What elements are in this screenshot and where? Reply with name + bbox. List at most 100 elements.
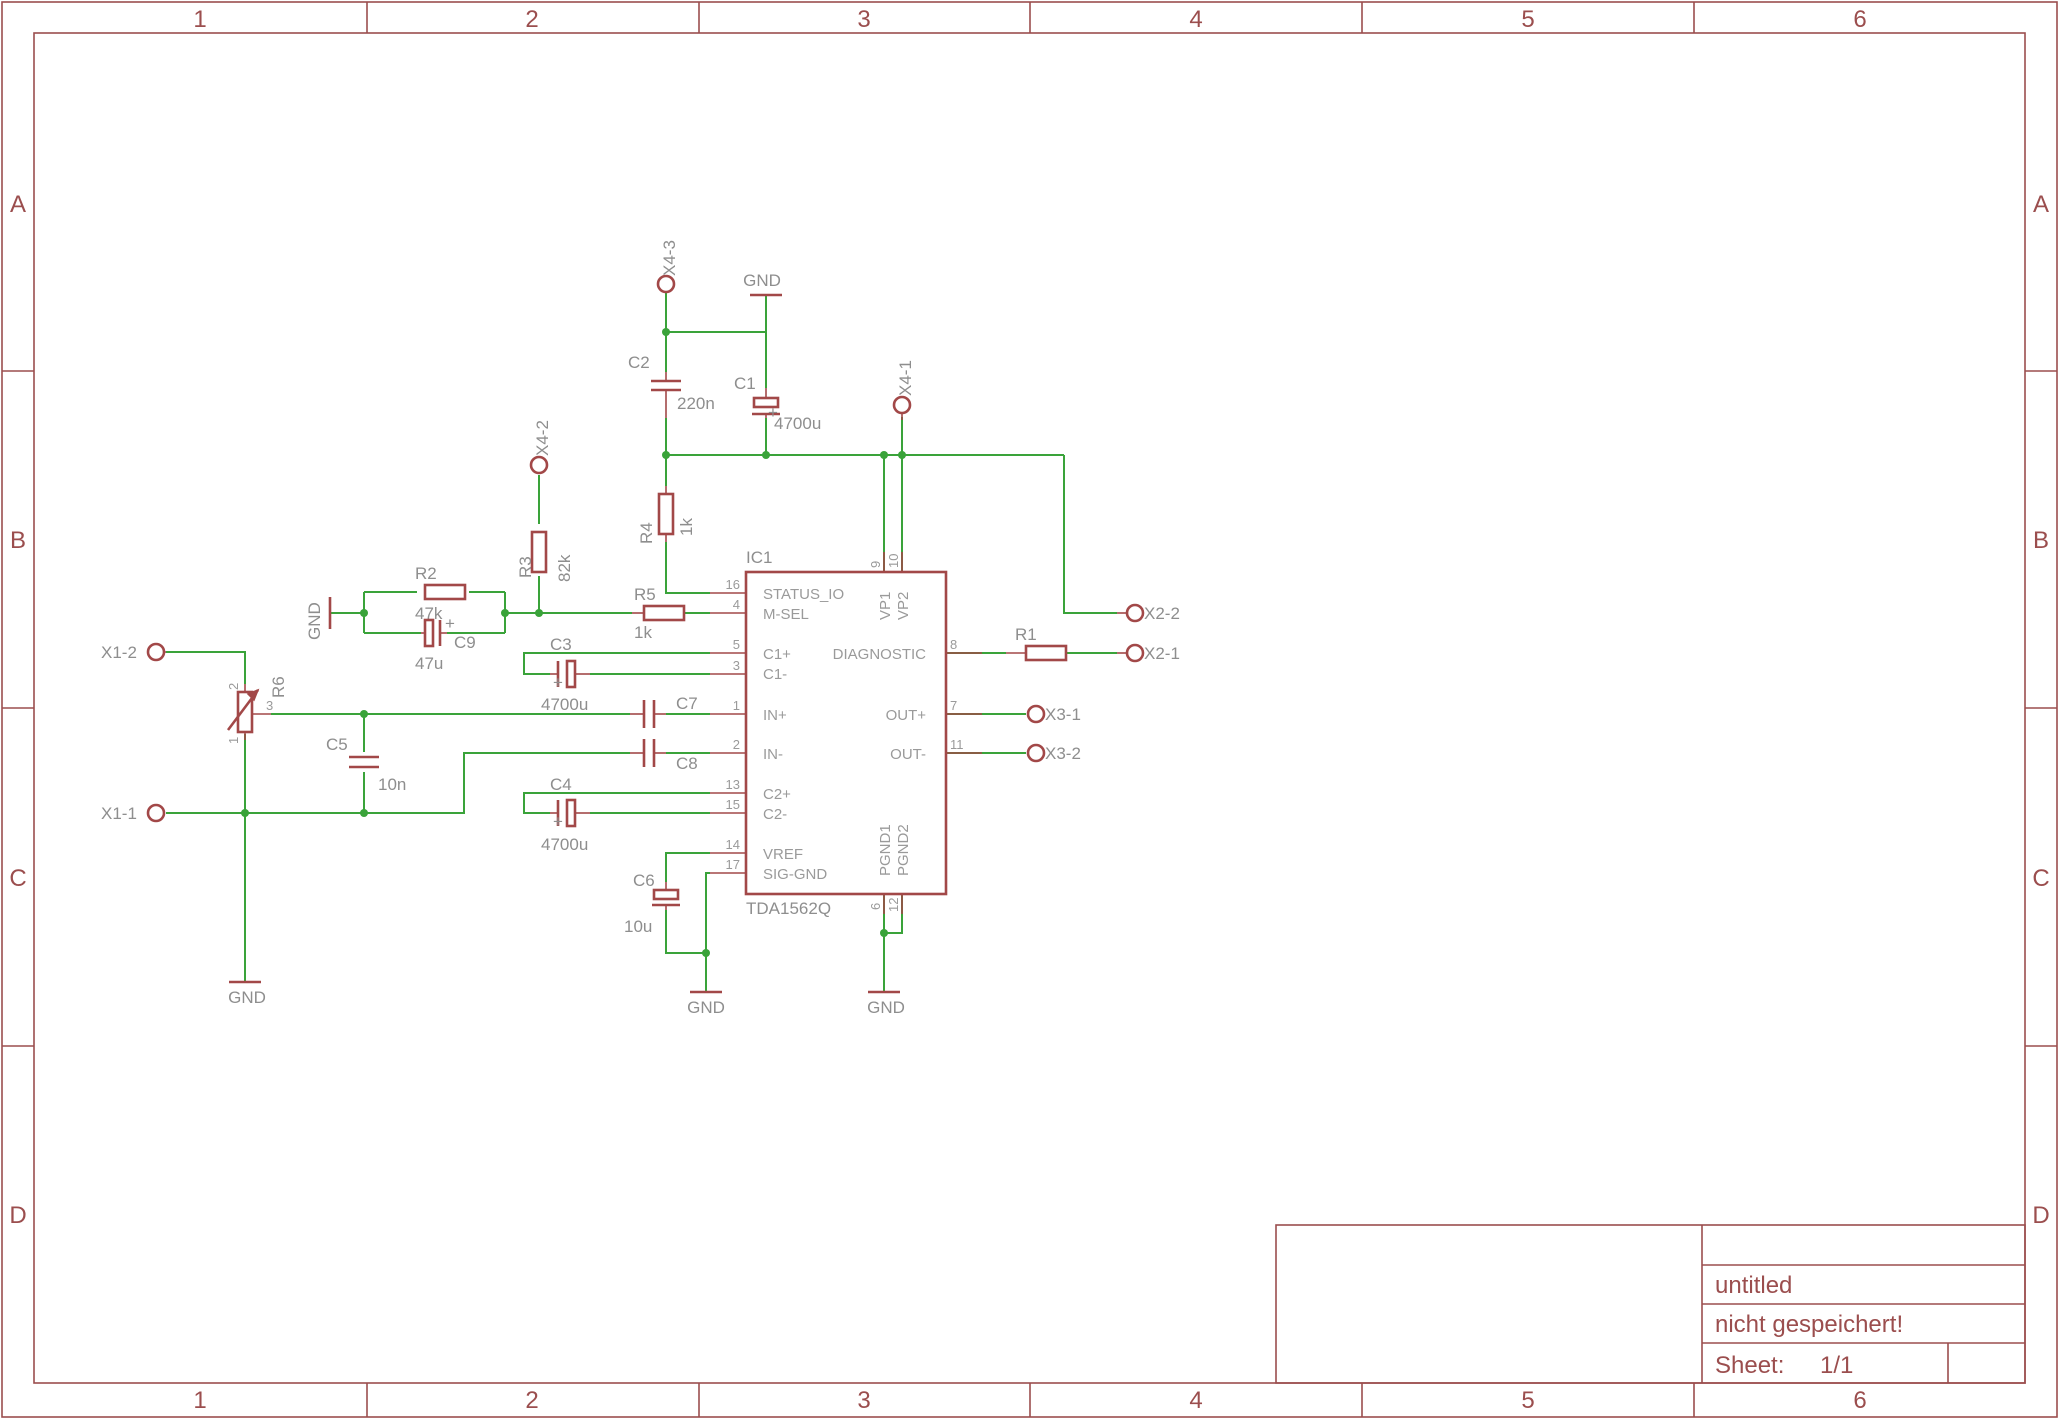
c4-polarity: + xyxy=(553,812,563,831)
pin-number: 4 xyxy=(733,597,740,612)
pin-number: 13 xyxy=(726,777,740,792)
c3-polarity: + xyxy=(553,673,563,692)
save-status: nicht gespeichert! xyxy=(1715,1311,1903,1338)
terminal-x4-1[interactable]: X4-1 xyxy=(892,360,915,420)
row-label: C xyxy=(2032,865,2049,892)
capacitor-c1[interactable]: + C1 4700u xyxy=(734,374,821,433)
terminal-x2-2[interactable]: X2-2 xyxy=(1117,603,1180,623)
ground-symbol-sig: GND xyxy=(687,990,725,1017)
terminal-x3-1[interactable]: X3-1 xyxy=(1026,704,1081,724)
terminal-x2-1[interactable]: X2-1 xyxy=(1117,643,1180,663)
c4-value: 4700u xyxy=(541,835,588,854)
ic1-body xyxy=(744,570,948,896)
c9-value: 47u xyxy=(415,654,443,673)
pin-number: 1 xyxy=(733,698,740,713)
row-labels-right: A B C D xyxy=(2032,191,2049,1229)
pin-label: VP1 xyxy=(877,592,894,620)
title-block: untitled nicht gespeichert! Sheet: 1/1 xyxy=(1275,1224,2026,1384)
pin-number: 8 xyxy=(950,637,957,652)
column-label: 5 xyxy=(1521,6,1534,33)
row-label: A xyxy=(2033,191,2049,218)
pin-label: DIAGNOSTIC xyxy=(833,646,927,663)
terminal-label: X1-1 xyxy=(101,804,137,823)
terminal-x3-2[interactable]: X3-2 xyxy=(1026,743,1081,763)
pin-number: 11 xyxy=(950,737,964,752)
c9-polarity: + xyxy=(445,614,455,633)
pin-label: VREF xyxy=(763,846,803,863)
pin-number: 9 xyxy=(868,561,883,568)
potentiometer-r6[interactable]: R6 1 2 3 xyxy=(226,676,288,744)
c7-name: C7 xyxy=(676,694,698,713)
pin-number: 3 xyxy=(733,658,740,673)
terminal-label: X2-1 xyxy=(1144,644,1180,663)
terminal-label: X4-2 xyxy=(533,420,552,456)
r6-pin: 2 xyxy=(226,683,241,690)
column-label: 3 xyxy=(857,1387,870,1414)
capacitor-c9[interactable]: + C9 47u xyxy=(415,614,476,673)
c2-name: C2 xyxy=(628,353,650,372)
row-dividers xyxy=(2,370,2057,1047)
terminal-x1-1[interactable]: X1-1 xyxy=(101,803,166,823)
pin-number: 14 xyxy=(726,837,740,852)
pin-label: C1- xyxy=(763,666,787,683)
pin-label: C2+ xyxy=(763,786,791,803)
terminal-label: X3-2 xyxy=(1045,744,1081,763)
terminal-x1-2[interactable]: X1-2 xyxy=(101,642,166,662)
c1-polarity: + xyxy=(768,403,778,422)
pin-number: 16 xyxy=(726,577,740,592)
column-label: 1 xyxy=(193,6,206,33)
capacitor-c6[interactable]: C6 10u xyxy=(624,871,680,936)
sheet-label: Sheet: xyxy=(1715,1352,1784,1379)
column-label: 1 xyxy=(193,1387,206,1414)
gnd-label: GND xyxy=(743,271,781,290)
row-label: D xyxy=(2032,1202,2049,1229)
r4-value: 1k xyxy=(677,518,696,536)
terminal-label: X2-2 xyxy=(1144,604,1180,623)
capacitor-c2[interactable]: C2 220n xyxy=(628,353,715,418)
terminal-x4-2[interactable]: X4-2 xyxy=(529,420,552,475)
ground-symbol-r2: GND xyxy=(305,597,332,640)
terminal-label: X3-1 xyxy=(1045,705,1081,724)
c2-value: 220n xyxy=(677,394,715,413)
resistor-r4[interactable]: R4 1k xyxy=(637,486,696,544)
c3-value: 4700u xyxy=(541,695,588,714)
pin-number: 7 xyxy=(950,698,957,713)
ground-symbol-r6: GND xyxy=(228,980,266,1007)
column-label: 6 xyxy=(1853,6,1866,33)
capacitor-c4[interactable]: + C4 4700u xyxy=(541,775,590,854)
terminal-label: X1-2 xyxy=(101,643,137,662)
r3-value: 82k xyxy=(555,554,574,582)
resistor-r1[interactable]: R1 xyxy=(1006,625,1068,662)
capacitor-c5[interactable]: C5 10n xyxy=(326,735,406,794)
r2-value: 47k xyxy=(415,604,443,623)
pin-number: 12 xyxy=(886,898,901,912)
pin-label: IN+ xyxy=(763,707,787,724)
capacitor-c7[interactable]: C7 xyxy=(630,694,698,728)
c5-value: 10n xyxy=(378,775,406,794)
column-label: 3 xyxy=(857,6,870,33)
row-labels-left: A B C D xyxy=(9,191,26,1229)
r5-name: R5 xyxy=(634,585,656,604)
c9-name: C9 xyxy=(454,633,476,652)
pin-number: 2 xyxy=(733,737,740,752)
capacitor-c8[interactable]: C8 xyxy=(630,739,698,773)
resistor-r5[interactable]: R5 1k xyxy=(632,585,686,642)
gnd-label: GND xyxy=(867,998,905,1017)
pin-number: 17 xyxy=(726,857,740,872)
c4-name: C4 xyxy=(550,775,572,794)
ground-symbol-c1: GND xyxy=(743,271,782,297)
pin-label: OUT+ xyxy=(886,707,927,724)
ic1-amplifier[interactable]: IC1 TDA1562Q 16 STATUS_IO 4 M-SEL 5 C1+ … xyxy=(710,548,982,918)
c3-name: C3 xyxy=(550,635,572,654)
resistor-r2[interactable]: R2 47k xyxy=(415,564,467,623)
r6-pin: 1 xyxy=(226,737,241,744)
capacitor-c3[interactable]: + C3 4700u xyxy=(541,635,590,714)
pin-label: VP2 xyxy=(895,592,912,620)
pin-label: PGND1 xyxy=(877,824,894,876)
pin-label: C1+ xyxy=(763,646,791,663)
pin-label: C2- xyxy=(763,806,787,823)
terminal-x4-3[interactable]: X4-3 xyxy=(656,240,679,294)
c1-value: 4700u xyxy=(774,414,821,433)
resistor-r3[interactable]: R3 82k xyxy=(516,530,574,582)
